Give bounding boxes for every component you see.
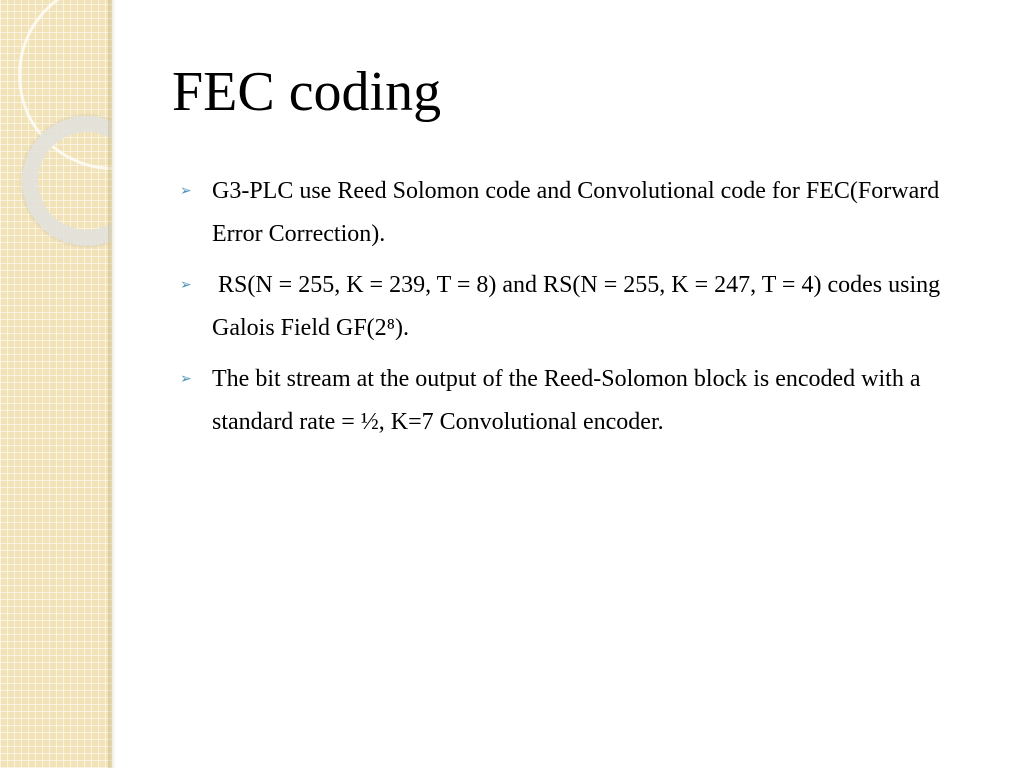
bullet-item: ➢ The bit stream at the output of the Re… <box>180 358 980 444</box>
decorative-side-panel <box>0 0 112 768</box>
bullet-item: ➢ RS(N = 255, K = 239, T = 8) and RS(N =… <box>180 264 980 350</box>
bullet-text: RS(N = 255, K = 239, T = 8) and RS(N = 2… <box>212 272 947 341</box>
decorative-ring-thick <box>22 116 112 246</box>
side-panel-shadow <box>108 0 116 768</box>
slide-title: FEC coding <box>172 61 442 123</box>
bullet-item: ➢ G3-PLC use Reed Solomon code and Convo… <box>180 170 980 256</box>
chevron-right-icon: ➢ <box>180 183 192 199</box>
chevron-right-icon: ➢ <box>180 277 192 293</box>
bullet-text: The bit stream at the output of the Reed… <box>212 366 921 435</box>
bullet-text: G3-PLC use Reed Solomon code and Convolu… <box>212 178 940 247</box>
bullet-list: ➢ G3-PLC use Reed Solomon code and Convo… <box>180 170 980 452</box>
chevron-right-icon: ➢ <box>180 371 192 387</box>
